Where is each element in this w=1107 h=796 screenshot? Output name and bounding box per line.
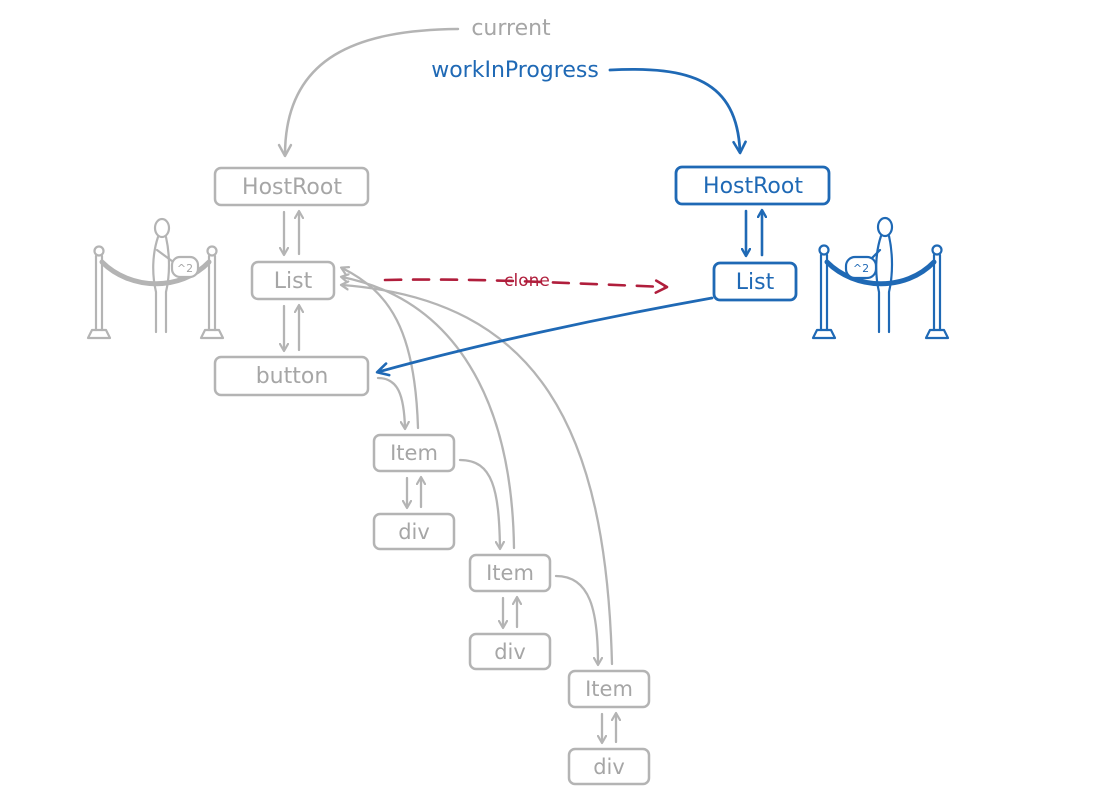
current-item-node-1 (372, 433, 456, 473)
current-pointer-arrow (277, 27, 460, 158)
current-hostroot-label: HostRoot (242, 175, 342, 200)
wip-badge-text: ^2 (853, 262, 869, 275)
current-item-node-2 (468, 553, 552, 593)
edge-item1-to-item2 (458, 458, 500, 548)
current-tree: HostRoot List button Item div Item div I… (213, 166, 651, 786)
current-div-label-2: div (494, 640, 526, 664)
wip-stanchion-figure-icon (811, 216, 950, 340)
wip-hostroot-label: HostRoot (703, 174, 803, 199)
wip-hostroot-node (674, 165, 831, 206)
current-div-node-2 (468, 632, 552, 671)
wip-list-node (712, 261, 798, 302)
current-stanchion-figure-icon (86, 217, 225, 340)
edge-button-to-item1 (376, 376, 405, 428)
wip-list-to-button-arrow (375, 296, 714, 377)
current-button-label: button (256, 364, 329, 389)
clone-label: clone (504, 271, 550, 291)
current-button-node (213, 355, 370, 397)
wip-pointer-arrow (608, 68, 747, 155)
current-hostroot-node (213, 166, 370, 207)
current-edges (284, 212, 616, 742)
current-list-node (250, 260, 336, 301)
edge-item2-return-to-list (342, 277, 516, 550)
current-item-label-1: Item (390, 441, 438, 465)
current-div-node-3 (567, 747, 651, 786)
work-in-progress-label: workInProgress (431, 58, 599, 83)
current-div-node-1 (372, 512, 456, 551)
wip-tree: HostRoot List (375, 165, 831, 377)
current-div-label-3: div (593, 755, 625, 779)
current-item-label-3: Item (585, 677, 633, 701)
current-badge-text: ^2 (177, 262, 193, 275)
current-label: current (471, 16, 551, 41)
wip-list-label: List (736, 270, 775, 295)
current-list-label: List (274, 269, 313, 294)
edge-item3-return-to-list (342, 285, 614, 666)
edge-item1-return-to-list (342, 268, 420, 430)
current-div-label-1: div (398, 520, 430, 544)
current-item-label-2: Item (486, 561, 534, 585)
current-item-node-3 (567, 669, 651, 709)
edge-item2-to-item3 (554, 574, 598, 664)
clone-arrow (383, 278, 669, 294)
